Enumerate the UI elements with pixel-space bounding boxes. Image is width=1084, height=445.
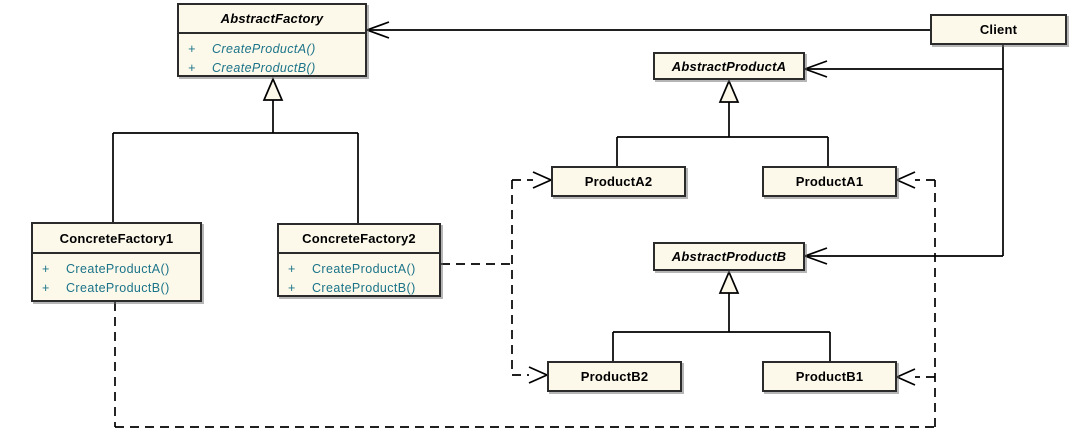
- class-producta2[interactable]: ProductA2: [551, 166, 686, 197]
- class-concretefactory1[interactable]: ConcreteFactory1 + CreateProductA() + Cr…: [31, 222, 202, 302]
- triangle-arrowhead-icon: [718, 78, 740, 103]
- method-signature: CreateProductB(): [66, 281, 170, 295]
- class-concretefactory2-methods: + CreateProductA() + CreateProductB(): [279, 252, 439, 298]
- method-createproductb: + CreateProductB(): [288, 279, 439, 298]
- visibility-marker: +: [42, 262, 50, 276]
- class-abstractfactory-methods: + CreateProductA() + CreateProductB(): [179, 32, 365, 78]
- dependency-concretefactory2-products: [441, 171, 554, 384]
- open-arrowhead-icon: [802, 247, 828, 265]
- visibility-marker: +: [188, 42, 196, 56]
- method-signature: CreateProductB(): [312, 281, 416, 295]
- generalization-products-abstractproductb: [612, 269, 831, 361]
- class-concretefactory1-methods: + CreateProductA() + CreateProductB(): [33, 252, 200, 298]
- class-producta1-title: ProductA1: [795, 174, 864, 189]
- visibility-marker: +: [288, 262, 296, 276]
- triangle-arrowhead-icon: [718, 269, 740, 294]
- class-productb2[interactable]: ProductB2: [547, 361, 682, 392]
- method-createproducta: + CreateProductA(): [42, 260, 200, 279]
- class-productb1[interactable]: ProductB1: [762, 361, 897, 392]
- open-arrowhead-icon: [894, 368, 916, 386]
- class-abstractproductb[interactable]: AbstractProductB: [653, 242, 805, 271]
- class-client-title: Client: [979, 22, 1018, 37]
- method-createproductb: + CreateProductB(): [42, 279, 200, 298]
- method-signature: CreateProductB(): [212, 61, 316, 75]
- method-createproducta: + CreateProductA(): [288, 260, 439, 279]
- open-arrowhead-icon: [894, 171, 916, 189]
- open-arrowhead-icon: [364, 21, 390, 39]
- class-abstractproductb-title: AbstractProductB: [671, 249, 787, 264]
- visibility-marker: +: [42, 281, 50, 295]
- visibility-marker: +: [288, 281, 296, 295]
- class-abstractfactory[interactable]: AbstractFactory + CreateProductA() + Cre…: [177, 3, 367, 77]
- class-producta2-title: ProductA2: [584, 174, 653, 189]
- method-signature: CreateProductA(): [312, 262, 416, 276]
- association-client-abstractproducts: [802, 45, 1004, 265]
- class-productb1-title: ProductB1: [795, 369, 864, 384]
- generalization-products-abstractproducta: [616, 78, 829, 166]
- triangle-arrowhead-icon: [262, 76, 284, 101]
- class-abstractfactory-title: AbstractFactory: [220, 11, 324, 26]
- open-arrowhead-icon: [528, 366, 550, 384]
- generalization-concretefactories-abstractfactory: [112, 76, 359, 223]
- class-concretefactory2[interactable]: ConcreteFactory2 + CreateProductA() + Cr…: [277, 223, 441, 297]
- open-arrowhead-icon: [532, 171, 554, 189]
- class-productb2-title: ProductB2: [580, 369, 649, 384]
- visibility-marker: +: [188, 61, 196, 75]
- method-signature: CreateProductA(): [212, 42, 316, 56]
- method-createproducta: + CreateProductA(): [188, 40, 365, 59]
- class-producta1[interactable]: ProductA1: [762, 166, 897, 197]
- class-client[interactable]: Client: [930, 14, 1067, 45]
- class-abstractproducta[interactable]: AbstractProductA: [653, 52, 805, 80]
- method-signature: CreateProductA(): [66, 262, 170, 276]
- method-createproductb: + CreateProductB(): [188, 59, 365, 78]
- open-arrowhead-icon: [802, 60, 828, 78]
- association-client-abstractfactory: [364, 21, 930, 39]
- dependency-concretefactory1-products: [114, 171, 936, 428]
- class-abstractproducta-title: AbstractProductA: [671, 58, 787, 74]
- class-concretefactory1-title: ConcreteFactory1: [59, 230, 174, 246]
- class-concretefactory2-title: ConcreteFactory2: [302, 231, 416, 246]
